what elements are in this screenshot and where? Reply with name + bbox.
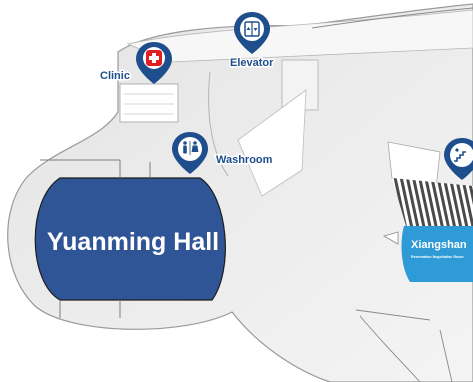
clinic-lines xyxy=(124,93,174,115)
hall-wall xyxy=(40,159,151,318)
elevator-marker[interactable] xyxy=(234,12,270,54)
yuanming-hall-label: Yuanming Hall xyxy=(47,228,219,256)
xiangshan-sublabel: Reservation Negotiation Room xyxy=(411,255,464,259)
divider-wedge xyxy=(237,89,307,197)
clinic-room xyxy=(119,83,179,123)
lower-wall-lines xyxy=(355,309,453,382)
xiangshan-label: Xiangshan xyxy=(411,239,467,251)
restroom-icon xyxy=(183,141,199,155)
corridor-upper xyxy=(126,9,473,63)
stair-hatch xyxy=(392,178,473,226)
clinic-label: Clinic xyxy=(100,70,130,82)
washroom-marker[interactable] xyxy=(172,132,208,174)
elevator-label: Elevator xyxy=(230,57,274,69)
washroom-label: Washroom xyxy=(216,154,273,166)
xiangshan-door xyxy=(382,231,399,245)
xiangshan-room xyxy=(401,226,473,282)
curved-wall xyxy=(208,71,229,177)
stairs-icon xyxy=(454,151,466,162)
stairs-marker[interactable] xyxy=(444,138,473,180)
yuanming-hall-area xyxy=(34,177,226,301)
wall-line xyxy=(311,7,473,29)
clinic-marker[interactable] xyxy=(136,42,172,84)
